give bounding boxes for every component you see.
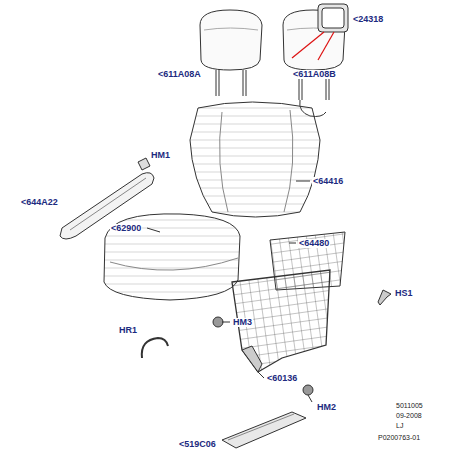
callout-number: <64480 bbox=[298, 239, 330, 248]
callout-number: <62900 bbox=[110, 224, 142, 233]
drawing-reference: 09-2008 bbox=[396, 412, 422, 419]
callout-number: <644A22 bbox=[20, 198, 59, 207]
callout-number: HS1 bbox=[394, 289, 414, 298]
callout-number: <519C06 bbox=[178, 440, 217, 449]
callout-number: <64416 bbox=[312, 177, 344, 186]
drawing-reference: LJ bbox=[396, 422, 403, 429]
callout-number: <611A08A bbox=[157, 70, 202, 79]
callout-number: <611A08B bbox=[292, 70, 337, 79]
callout-number: HR1 bbox=[118, 326, 138, 335]
callout-number: <60136 bbox=[266, 374, 298, 383]
callout-number: <24318 bbox=[352, 15, 384, 24]
drawing-reference: 5011005 bbox=[396, 402, 423, 409]
callout-number: HM2 bbox=[316, 403, 337, 412]
callout-number: HM1 bbox=[150, 151, 171, 160]
drawing-reference: P0200763-01 bbox=[378, 434, 420, 441]
callout-number: HM3 bbox=[232, 318, 253, 327]
